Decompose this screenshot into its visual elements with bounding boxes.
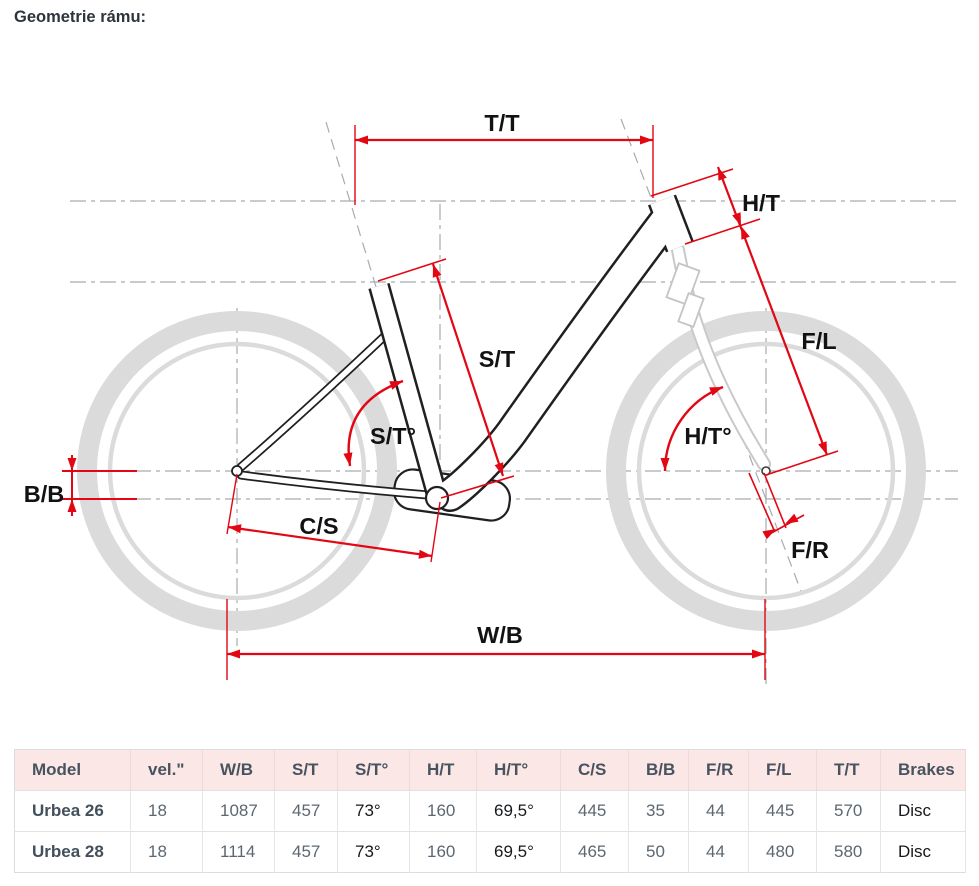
fr-label: F/R [791, 537, 829, 563]
cell-model: Urbea 28 [14, 831, 131, 873]
wb-arrow-right [752, 649, 765, 659]
cell-cs: 445 [560, 790, 629, 832]
header-ht-angle: H/T° [476, 749, 561, 791]
header-brakes: Brakes [880, 749, 966, 791]
fr-axis-segment [748, 472, 775, 531]
cell-wb: 1114 [202, 831, 275, 873]
bb-label: B/B [24, 481, 64, 507]
header-bb: B/B [628, 749, 689, 791]
cs-label: C/S [299, 513, 338, 539]
st-angle-label: S/T° [370, 423, 416, 449]
ht-tick-bottom [684, 218, 761, 245]
cell-fl: 480 [748, 831, 817, 873]
header-fr: F/R [688, 749, 749, 791]
header-tt: T/T [816, 749, 881, 791]
down-tube-fill [435, 205, 681, 510]
cell-model: Urbea 26 [14, 790, 131, 832]
cell-vel: 18 [130, 831, 203, 873]
fl-arrow-top [741, 226, 750, 240]
cell-bb: 35 [628, 790, 689, 832]
front-fork [665, 243, 771, 476]
fr-axle-segment [763, 472, 787, 529]
st-dimension-line [431, 263, 505, 477]
fork-crown-box [665, 262, 701, 306]
cell-ht: 160 [409, 790, 477, 832]
header-fl: F/L [748, 749, 817, 791]
cell-ht-angle: 69,5° [476, 831, 561, 873]
fr-arrow-left [762, 529, 776, 540]
table-row: Urbea 26 18 1087 457 73° 160 69,5° 445 3… [14, 790, 966, 832]
cell-bb: 50 [628, 831, 689, 873]
st-tick-bottom [440, 475, 515, 499]
fl-arrow-bottom [818, 441, 827, 455]
cell-brakes: Disc [880, 790, 966, 832]
st-arrow-bottom [494, 462, 504, 476]
fork-stanchion-box [677, 292, 705, 328]
table-header-row: Model vel." W/B S/T S/T° H/T H/T° C/S B/… [14, 749, 966, 791]
cell-fl: 445 [748, 790, 817, 832]
frame-geometry-diagram: T/T H/T S/T S/T° H/T° F/L F/R C/S B/B W/… [24, 110, 958, 684]
tt-arrow-right [640, 135, 653, 145]
header-cs: C/S [560, 749, 629, 791]
header-model: Model [14, 749, 131, 791]
st-angle-arrow-end [389, 381, 403, 390]
ht-label: H/T [742, 190, 781, 216]
cell-brakes: Disc [880, 831, 966, 873]
cell-ht-angle: 69,5° [476, 790, 561, 832]
ht-arrow-bottom [732, 212, 741, 226]
ht-arrow-top [718, 167, 727, 181]
bb-arrow-top [67, 458, 77, 471]
dimension-labels: T/T H/T S/T S/T° H/T° F/L F/R C/S B/B W/… [24, 110, 837, 648]
bb-arrow-bottom [67, 499, 77, 512]
seat-stay-fill [238, 328, 393, 470]
st-arrow-top [432, 264, 442, 278]
st-tick-top [377, 258, 447, 282]
tt-arrow-left [355, 135, 368, 145]
ht-angle-arrow-start [660, 458, 670, 471]
ht-angle-label: H/T° [684, 423, 731, 449]
cell-st-angle: 73° [337, 790, 410, 832]
cs-arrow-right [418, 549, 432, 559]
header-vel: vel." [130, 749, 203, 791]
geometry-table: Model vel." W/B S/T S/T° H/T H/T° C/S B/… [14, 749, 966, 873]
cell-cs: 465 [560, 831, 629, 873]
cell-fr: 44 [688, 790, 749, 832]
wb-arrow-left [227, 649, 240, 659]
head-tube-fill [650, 195, 692, 252]
seat-tube-fill [370, 283, 446, 498]
cell-tt: 580 [816, 831, 881, 873]
st-angle-arrow-start [343, 452, 353, 466]
cell-ht: 160 [409, 831, 477, 873]
ht-angle-arrow-end [709, 387, 723, 396]
fl-label: F/L [801, 328, 836, 354]
header-ht: H/T [409, 749, 477, 791]
cs-arrow-left [228, 524, 242, 534]
cell-st: 457 [274, 831, 338, 873]
st-label: S/T [479, 346, 516, 372]
wb-label: W/B [477, 622, 523, 648]
front-rim [636, 341, 896, 601]
header-st-angle: S/T° [337, 749, 410, 791]
cs-extension-right [430, 501, 441, 563]
header-wb: W/B [202, 749, 275, 791]
chain-stay-fill [238, 472, 431, 498]
bike-frame [231, 194, 695, 522]
cs-extension-left [226, 473, 238, 535]
cell-st: 457 [274, 790, 338, 832]
tt-label: T/T [484, 110, 520, 136]
cs-dimension-line [227, 525, 433, 558]
header-st: S/T [274, 749, 338, 791]
table-row: Urbea 28 18 1114 457 73° 160 69,5° 465 5… [14, 831, 966, 873]
cell-fr: 44 [688, 831, 749, 873]
page-title: Geometrie rámu: [14, 8, 147, 26]
front-tire [606, 311, 926, 631]
fr-arrow-right [785, 513, 799, 524]
dimension-arrowheads [67, 135, 827, 659]
cell-st-angle: 73° [337, 831, 410, 873]
cell-wb: 1087 [202, 790, 275, 832]
fl-tick-axle [765, 450, 839, 476]
bottom-bracket [424, 485, 450, 511]
cell-vel: 18 [130, 790, 203, 832]
cell-tt: 570 [816, 790, 881, 832]
